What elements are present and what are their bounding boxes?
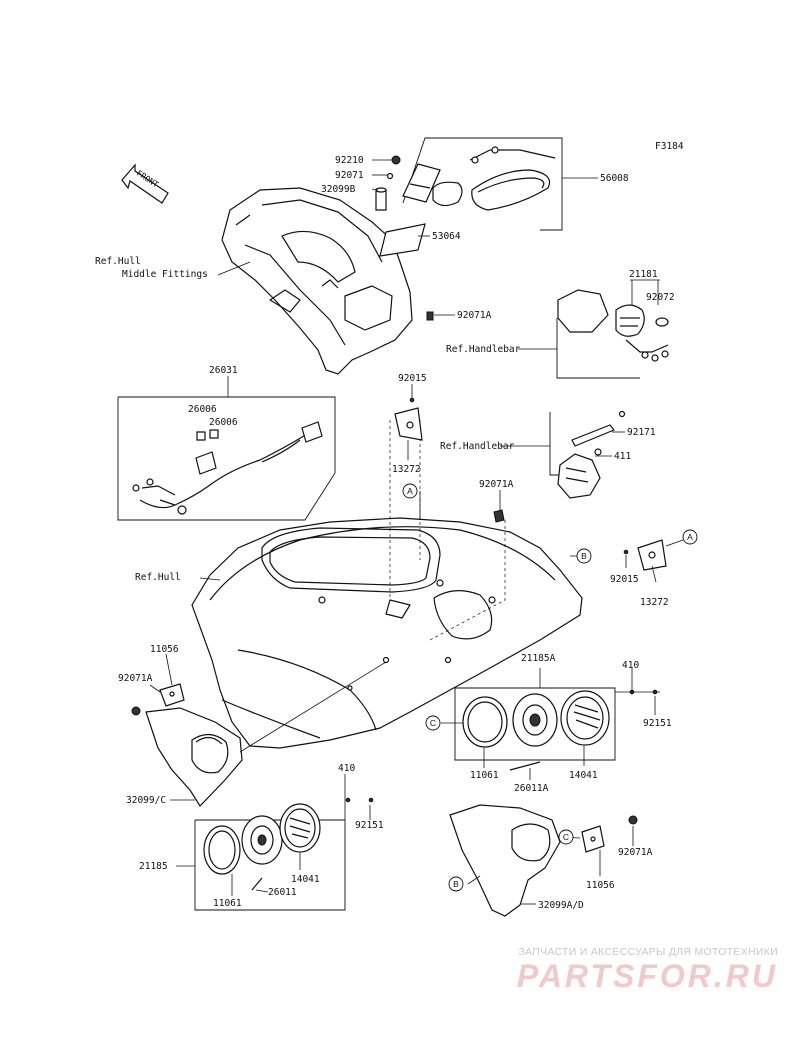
speaker-cover-32099ad <box>449 804 638 917</box>
speaker-box-21185a <box>454 687 658 771</box>
label-11056-right: 11056 <box>586 880 615 891</box>
label-ref-handlebar-1: Ref.Handlebar <box>446 344 521 355</box>
front-arrow-icon: FRONT <box>121 163 169 204</box>
label-410-left: 410 <box>338 763 355 774</box>
label-21181: 21181 <box>629 269 658 280</box>
label-ref-hull-2: Middle Fittings <box>122 269 208 280</box>
part-labels: 92210 92071 32099B 56008 53064 92071A Re… <box>95 155 675 911</box>
label-92151-right: 92151 <box>643 718 672 729</box>
leader-lines <box>149 159 684 905</box>
label-92071a-bottom: 92071A <box>618 847 653 858</box>
svg-text:A: A <box>407 486 413 496</box>
label-32099b: 32099B <box>321 184 356 195</box>
callout-a-top: A <box>402 483 418 499</box>
label-411: 411 <box>614 451 631 462</box>
label-11061-left: 11061 <box>213 898 242 909</box>
label-92015-right: 92015 <box>610 574 639 585</box>
callout-b-top: B <box>576 548 592 564</box>
label-32099ad: 32099A/D <box>538 900 584 911</box>
watermark-brand: PARTSFOR.RU <box>516 958 778 994</box>
speaker-box-21185 <box>194 797 374 911</box>
bracket-13272-right <box>623 539 667 571</box>
hull-mounting-holes <box>318 579 496 691</box>
callout-c-bottom: C <box>558 829 574 845</box>
label-92071a-left: 92071A <box>118 673 153 684</box>
label-92151-left: 92151 <box>355 820 384 831</box>
label-92071a-top: 92071A <box>457 310 492 321</box>
label-ref-hull-1: Ref.Hull <box>95 256 141 267</box>
main-hull <box>191 420 583 749</box>
label-11061-right: 11061 <box>470 770 499 781</box>
label-ref-hull: Ref.Hull <box>135 572 181 583</box>
upper-console-cover <box>221 187 413 375</box>
watermark-subtitle: ЗАПЧАСТИ И АКСЕССУАРЫ ДЛЯ МОТОТЕХНИКИ <box>518 946 778 958</box>
cable-kit-box <box>402 137 563 231</box>
watermark: ЗАПЧАСТИ И АКСЕССУАРЫ ДЛЯ МОТОТЕХНИКИ PA… <box>517 946 778 995</box>
label-92015-top: 92015 <box>398 373 427 384</box>
bracket-13272-top <box>394 397 423 441</box>
label-ref-handlebar-2: Ref.Handlebar <box>440 441 515 452</box>
label-26011a: 26011A <box>514 783 549 794</box>
label-92210: 92210 <box>335 155 364 166</box>
callout-a-right: A <box>682 529 698 545</box>
label-92071a-mid: 92071A <box>479 479 514 490</box>
label-26006-a: 26006 <box>188 404 217 415</box>
svg-text:C: C <box>430 718 436 728</box>
switch-411 <box>549 410 626 499</box>
label-92071: 92071 <box>335 170 364 181</box>
label-53064: 53064 <box>432 231 461 242</box>
label-plate-53064 <box>379 223 426 257</box>
svg-text:B: B <box>453 879 459 889</box>
speaker-cover-32099c <box>131 683 243 807</box>
figure-code: F3184 <box>655 141 684 152</box>
label-92072: 92072 <box>646 292 675 303</box>
svg-text:A: A <box>687 532 693 542</box>
switch-assembly-21181 <box>556 279 669 379</box>
svg-text:C: C <box>563 832 569 842</box>
label-11056-left: 11056 <box>150 644 179 655</box>
callout-b-bottom: B <box>448 876 464 892</box>
small-fasteners-top <box>375 155 434 321</box>
label-21185a: 21185A <box>521 653 556 664</box>
callouts: A A B C C B C <box>402 483 698 892</box>
label-26011: 26011 <box>268 887 297 898</box>
label-13272-top: 13272 <box>392 464 421 475</box>
callout-c-right: C <box>425 715 441 731</box>
label-13272-right: 13272 <box>640 597 669 608</box>
label-410-right: 410 <box>622 660 639 671</box>
nut-92071a-mid <box>493 509 505 523</box>
harness-26031 <box>117 396 336 521</box>
label-56008: 56008 <box>600 173 629 184</box>
label-21185: 21185 <box>139 861 168 872</box>
label-32099c: 32099/C <box>126 795 166 806</box>
svg-text:B: B <box>581 551 587 561</box>
label-92171: 92171 <box>627 427 656 438</box>
label-26006-b: 26006 <box>209 417 238 428</box>
label-14041-left: 14041 <box>291 874 320 885</box>
label-26031: 26031 <box>209 365 238 376</box>
label-14041-right: 14041 <box>569 770 598 781</box>
